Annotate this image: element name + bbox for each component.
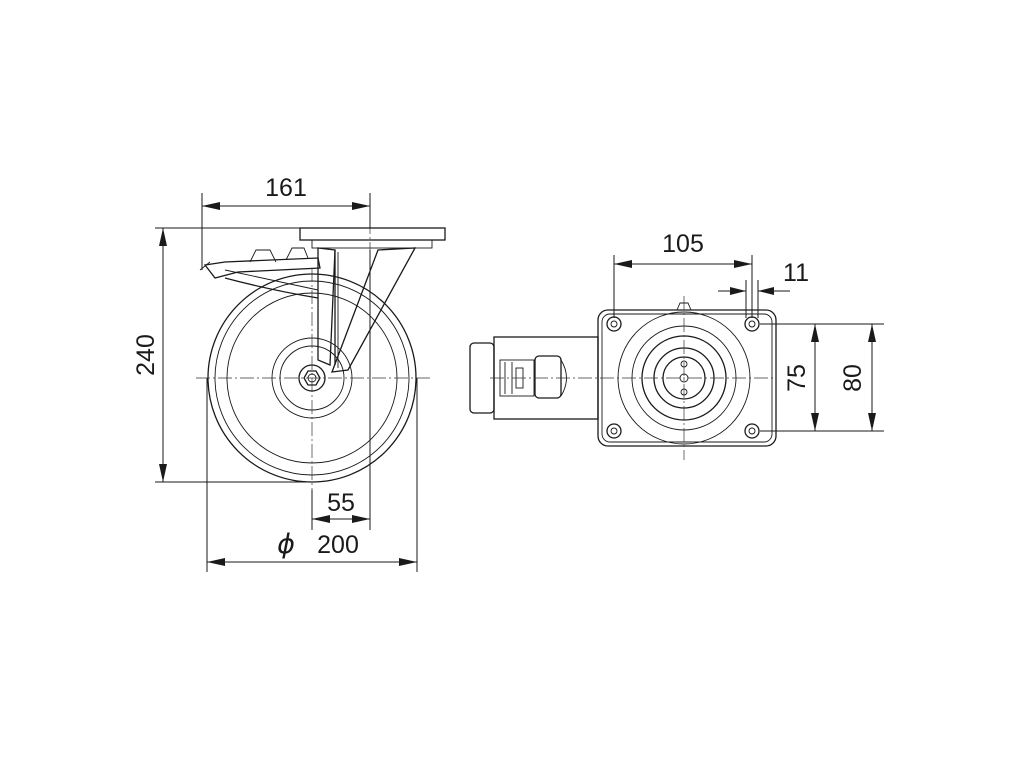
dimension-diameter-200: ϕ 200 (206, 378, 418, 572)
dimension-240: 240 (132, 227, 312, 483)
dimension-161: 161 (201, 174, 371, 270)
top-plate (299, 227, 446, 241)
dim-label-200: 200 (317, 531, 359, 559)
dim-label-55: 55 (327, 489, 355, 517)
dimension-11: 11 (718, 259, 809, 318)
dimension-55: 55 (311, 250, 371, 530)
side-view: 161 240 55 ϕ 200 (132, 174, 446, 572)
dimension-80: 80 (776, 323, 884, 432)
dim-label-161: 161 (265, 174, 307, 202)
dim-label-105: 105 (662, 230, 704, 258)
dimension-75: 75 (760, 323, 830, 432)
dim-label-11: 11 (783, 259, 809, 287)
brake-lever (199, 247, 321, 299)
dim-label-80: 80 (839, 364, 867, 392)
dim-label-240: 240 (132, 334, 160, 376)
dim-label-75: 75 (783, 364, 811, 392)
diameter-symbol: ϕ (277, 529, 295, 560)
dimension-105: 105 (613, 230, 753, 318)
top-view: 105 11 75 80 (469, 230, 884, 460)
